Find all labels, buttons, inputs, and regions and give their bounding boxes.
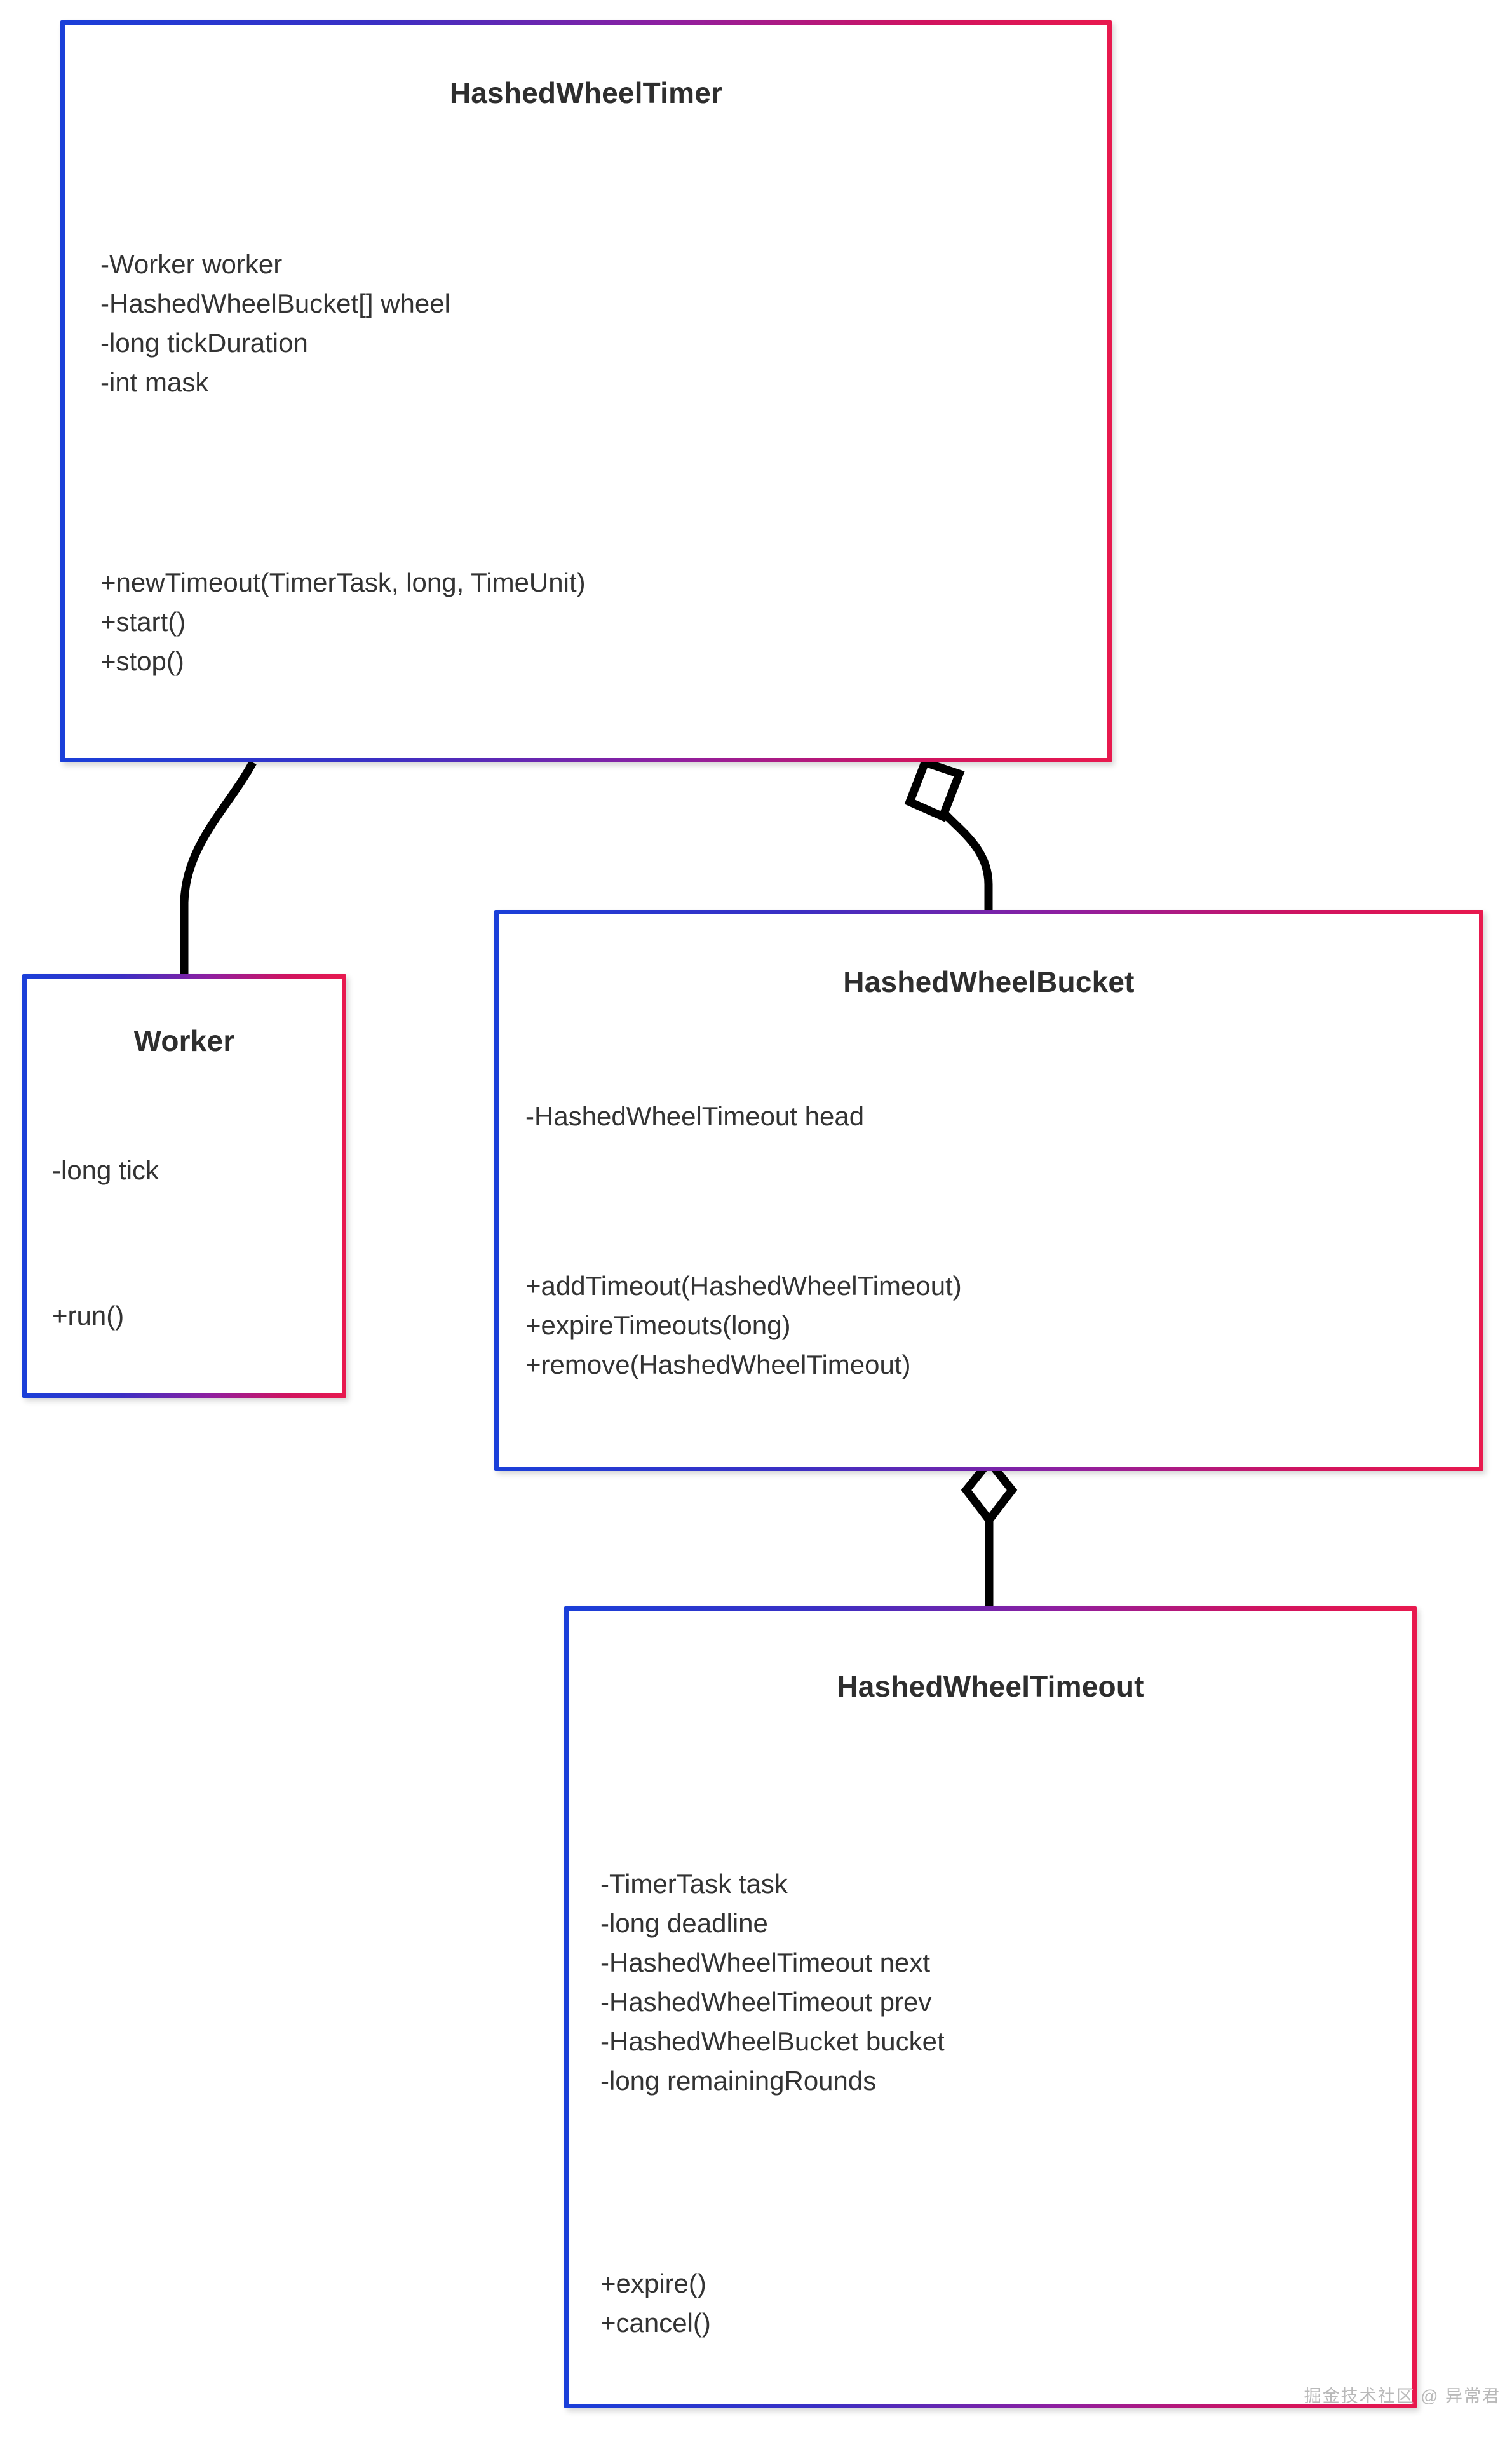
- connector-timer-bucket: [936, 806, 993, 910]
- attribute-row: -long deadline: [600, 1908, 768, 1938]
- class-inner: HashedWheelTimeout -TimerTask task -long…: [569, 1611, 1412, 2404]
- attribute-row: -long tick: [52, 1155, 159, 1185]
- method-row: +remove(HashedWheelTimeout): [525, 1349, 911, 1379]
- class-attributes-section: -TimerTask task -long deadline -HashedWh…: [569, 1762, 1412, 2202]
- class-title-section: HashedWheelTimer: [65, 25, 1107, 160]
- attribute-row: -long remainingRounds: [600, 2065, 877, 2096]
- class-inner: HashedWheelTimer -Worker worker -HashedW…: [65, 25, 1107, 758]
- class-name-hashedwheeltimer: HashedWheelTimer: [449, 76, 723, 109]
- class-name-worker: Worker: [133, 1024, 235, 1057]
- attribute-row: -HashedWheelTimeout prev: [600, 1986, 932, 2017]
- attribute-row: -HashedWheelTimeout head: [525, 1101, 865, 1131]
- attribute-row: -long tickDuration: [100, 327, 308, 358]
- method-row: +newTimeout(TimerTask, long, TimeUnit): [100, 567, 586, 597]
- class-name-hashedwheeltimeout: HashedWheelTimeout: [837, 1670, 1144, 1703]
- attribute-row: -HashedWheelBucket bucket: [600, 2026, 945, 2056]
- class-methods-section: +expire() +cancel(): [569, 2202, 1412, 2404]
- attribute-row: -HashedWheelBucket[] wheel: [100, 288, 450, 318]
- aggregation-diamond-timer-bucket: [904, 757, 965, 822]
- connector-timer-worker: [180, 760, 257, 974]
- class-box-hashedwheeltimer[interactable]: HashedWheelTimer -Worker worker -HashedW…: [60, 20, 1112, 762]
- method-row: +stop(): [100, 646, 184, 676]
- class-box-hashedwheeltimeout[interactable]: HashedWheelTimeout -TimerTask task -long…: [564, 1606, 1417, 2408]
- class-attributes-section: -HashedWheelTimeout head: [499, 1048, 1479, 1184]
- class-box-hashedwheelbucket[interactable]: HashedWheelBucket -HashedWheelTimeout he…: [494, 910, 1483, 1471]
- class-methods-section: +newTimeout(TimerTask, long, TimeUnit) +…: [65, 486, 1107, 758]
- method-row: +expireTimeouts(long): [525, 1310, 791, 1340]
- class-name-hashedwheelbucket: HashedWheelBucket: [843, 965, 1135, 998]
- class-title-section: HashedWheelBucket: [499, 914, 1479, 1048]
- class-title-section: HashedWheelTimeout: [569, 1611, 1412, 1762]
- method-row: +addTimeout(HashedWheelTimeout): [525, 1270, 962, 1301]
- class-attributes-section: -long tick: [27, 1102, 342, 1238]
- method-row: +start(): [100, 607, 186, 637]
- attribute-row: -HashedWheelTimeout next: [600, 1947, 931, 1977]
- class-box-worker[interactable]: Worker -long tick +run(): [22, 974, 346, 1398]
- attribute-row: -Worker worker: [100, 248, 283, 279]
- method-row: +run(): [52, 1300, 125, 1331]
- class-inner: HashedWheelBucket -HashedWheelTimeout he…: [499, 914, 1479, 1467]
- class-inner: Worker -long tick +run(): [27, 979, 342, 1393]
- method-row: +cancel(): [600, 2307, 711, 2338]
- attribute-row: -int mask: [100, 367, 209, 397]
- class-methods-section: +run(): [27, 1238, 342, 1393]
- watermark-text: 掘金技术社区 @ 异常君: [1304, 2387, 1501, 2406]
- class-methods-section: +addTimeout(HashedWheelTimeout) +expireT…: [499, 1184, 1479, 1467]
- class-title-section: Worker: [27, 979, 342, 1102]
- method-row: +expire(): [600, 2268, 706, 2298]
- attribute-row: -TimerTask task: [600, 1868, 788, 1899]
- class-attributes-section: -Worker worker -HashedWheelBucket[] whee…: [65, 160, 1107, 486]
